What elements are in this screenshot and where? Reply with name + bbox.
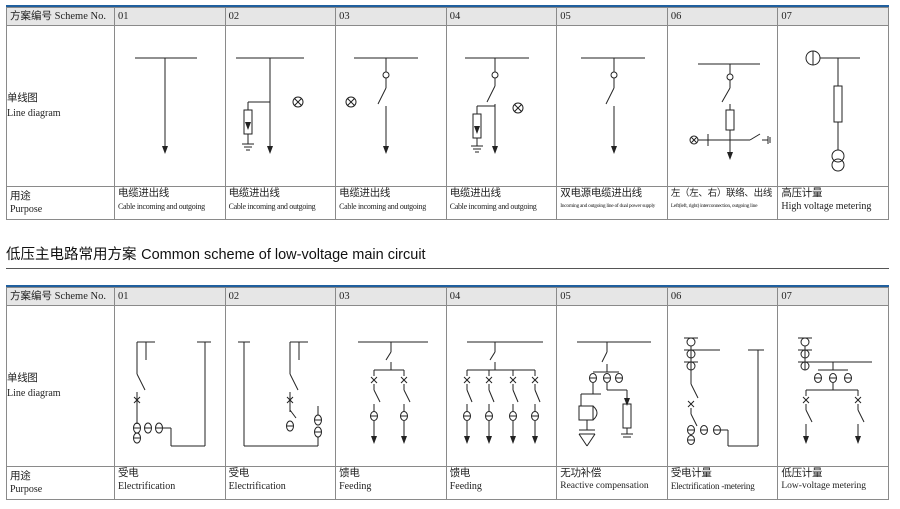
lv-diagram-05 <box>556 305 668 467</box>
scheme-col-02: 02 <box>224 287 337 306</box>
lv-diagram-03 <box>335 305 447 467</box>
lv-single-line-06 <box>683 337 764 447</box>
purpose-label: 用途 Purpose <box>6 466 115 500</box>
lv-diagram-04 <box>445 305 558 467</box>
scheme-col-04: 04 <box>445 7 558 26</box>
lv-single-line-07 <box>798 337 873 444</box>
table2-top-accent <box>6 285 889 287</box>
lv-single-line-04 <box>462 341 543 444</box>
table1-top-accent <box>6 5 889 7</box>
scheme-col-05: 05 <box>556 7 668 26</box>
line-diagram-label: 单线图 Line diagram <box>6 25 115 187</box>
scheme-no-label: 方案编号 Scheme No. <box>6 7 115 26</box>
hv-single-line-06 <box>689 63 771 160</box>
lv-single-line-05 <box>577 341 652 447</box>
purpose-label: 用途 Purpose <box>6 186 115 220</box>
section-title-zh: 低压主电路常用方案 <box>6 247 137 263</box>
hv-diagram-05 <box>556 25 668 187</box>
line-diagram-label: 单线图 Line diagram <box>6 305 115 467</box>
scheme-no-label: 方案编号 Scheme No. <box>6 287 115 306</box>
section-title-en: Common scheme of low-voltage main circui… <box>141 247 426 263</box>
hv-diagram-04 <box>445 25 558 187</box>
hv-diagram-01 <box>114 25 226 187</box>
scheme-number-row: 方案编号 Scheme No. 01 02 03 04 05 06 07 <box>6 7 889 26</box>
hv-single-line-02 <box>235 57 304 154</box>
scheme-col-07: 07 <box>777 7 889 26</box>
lv-diagram-06 <box>666 305 779 467</box>
scheme-col-03: 03 <box>335 7 447 26</box>
hv-diagram-06 <box>666 25 779 187</box>
lv-single-line-02 <box>237 341 322 447</box>
scheme-number-row: 方案编号 Scheme No. 01 02 03 04 05 06 07 <box>6 287 889 306</box>
hv-diagram-03 <box>335 25 447 187</box>
scheme-col-01: 01 <box>114 287 226 306</box>
lv-single-line-01 <box>133 341 211 447</box>
section-title: 低压主电路常用方案 Common scheme of low-voltage m… <box>6 243 426 264</box>
hv-single-line-05 <box>581 57 646 154</box>
lv-single-line-03 <box>358 341 429 444</box>
line-diagram-row: 单线图 Line diagram <box>6 25 889 187</box>
scheme-col-03: 03 <box>335 287 447 306</box>
scheme-col-01: 01 <box>114 7 226 26</box>
section-rule <box>6 268 889 269</box>
scheme-col-06: 06 <box>666 287 779 306</box>
lv-scheme-table: 方案编号 Scheme No. 01 02 03 04 05 06 07 单线图… <box>6 287 889 500</box>
lv-diagram-02 <box>224 305 337 467</box>
scheme-col-05: 05 <box>556 287 668 306</box>
lv-diagram-01 <box>114 305 226 467</box>
hv-diagram-02 <box>224 25 337 187</box>
hv-diagram-07 <box>777 25 889 187</box>
scheme-col-02: 02 <box>224 7 337 26</box>
scheme-col-06: 06 <box>666 7 779 26</box>
hv-single-line-01 <box>135 57 197 154</box>
scheme-col-07: 07 <box>777 287 889 306</box>
lv-diagram-07 <box>777 305 889 467</box>
hv-single-line-04 <box>464 57 529 154</box>
hv-single-line-07 <box>805 50 861 172</box>
hv-scheme-table: 方案编号 Scheme No. 01 02 03 04 05 06 07 单线图… <box>6 7 889 220</box>
scheme-col-04: 04 <box>445 287 558 306</box>
hv-single-line-03 <box>345 57 419 154</box>
line-diagram-row: 单线图 Line diagram <box>6 305 889 467</box>
